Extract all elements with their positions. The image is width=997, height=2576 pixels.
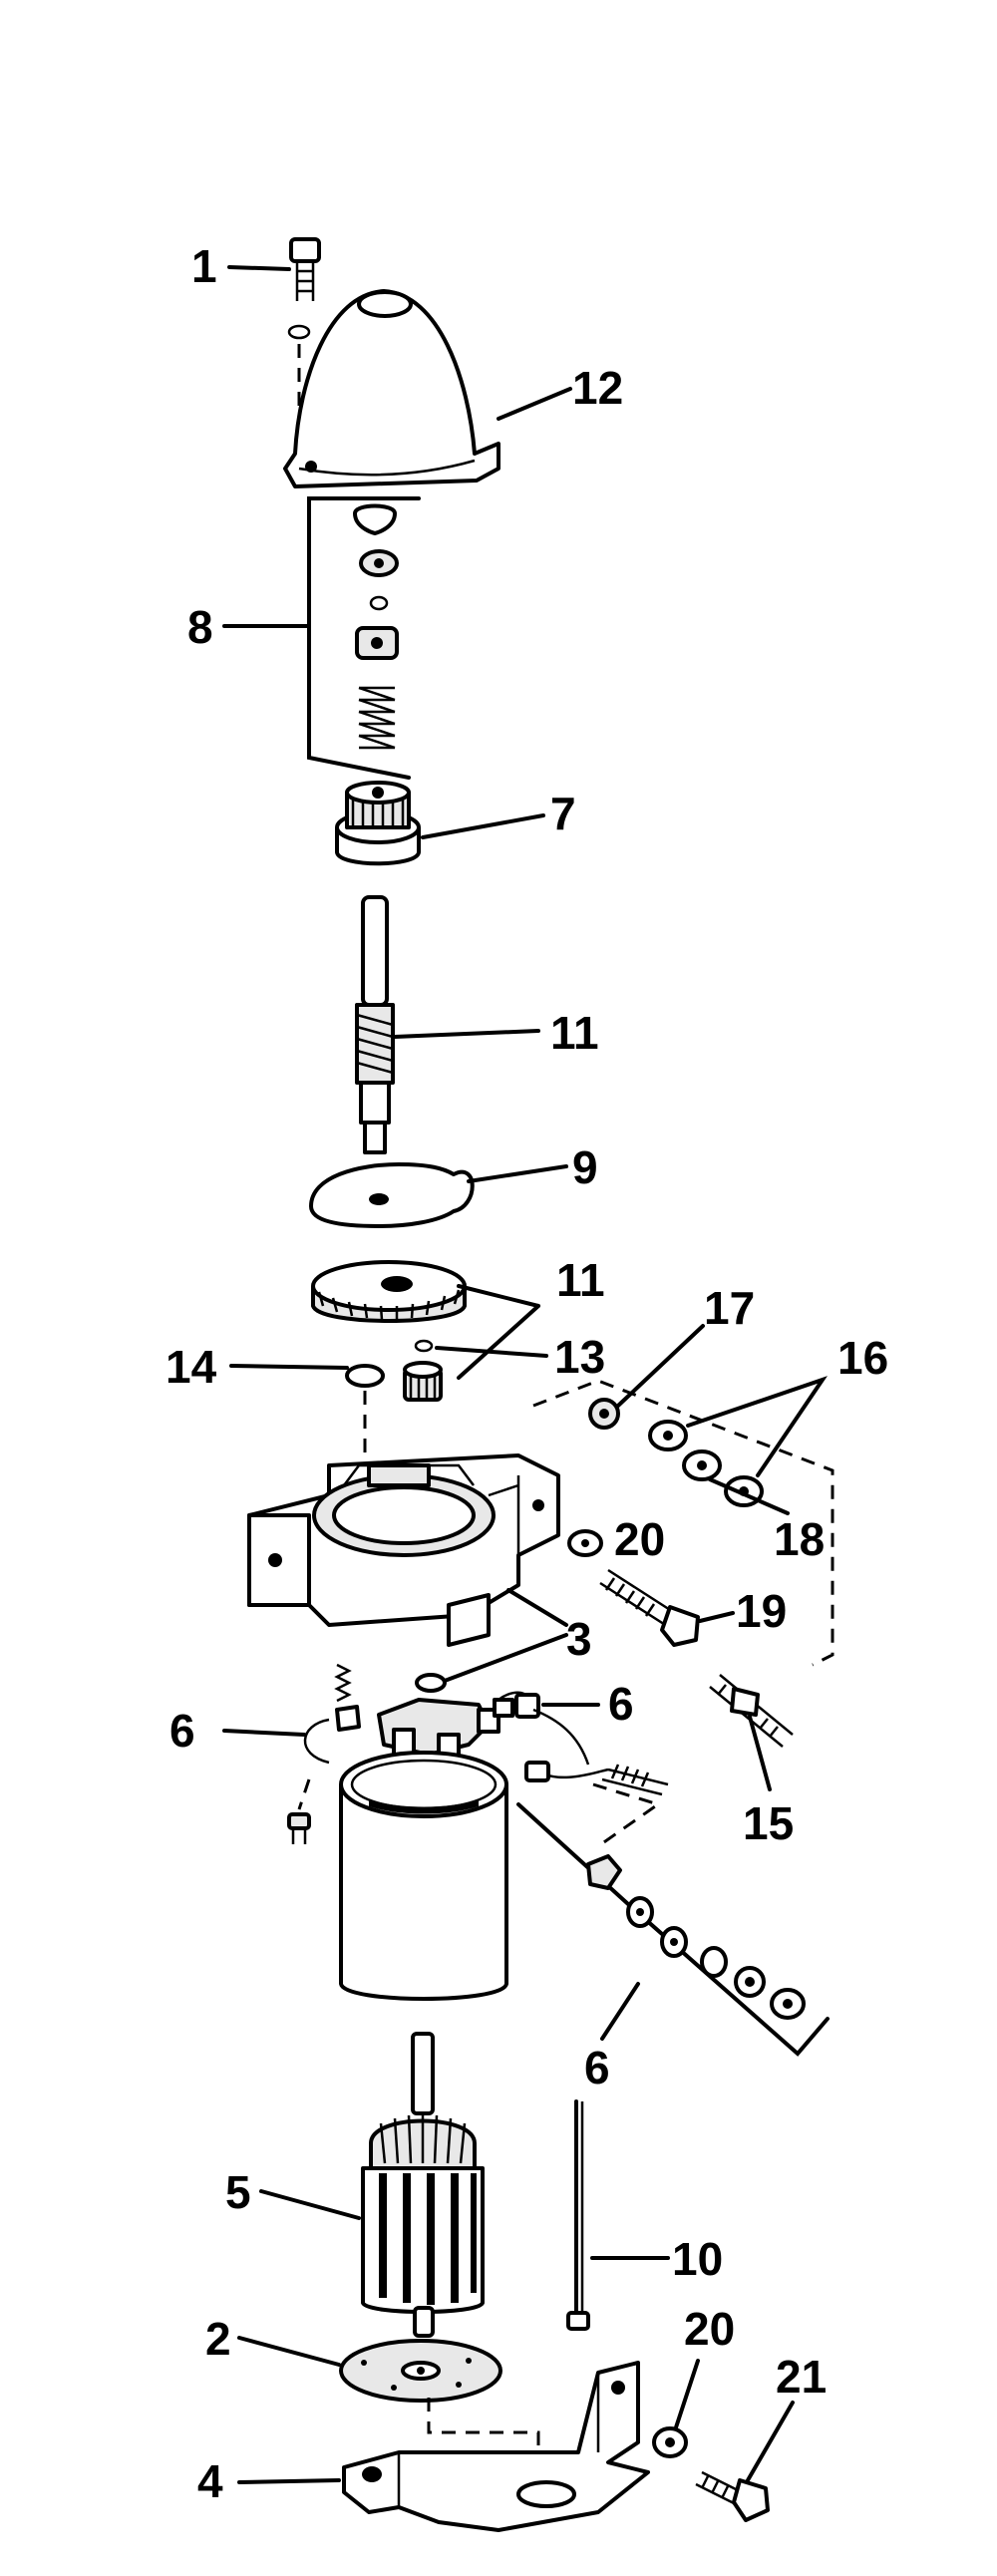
bracket-6c [516, 1802, 830, 2057]
callout-17: 17 [704, 1282, 755, 1334]
callout-18: 18 [774, 1513, 825, 1565]
callout-20b: 20 [684, 2303, 735, 2355]
part-5-armature [361, 2032, 485, 2338]
callout-16: 16 [837, 1332, 888, 1384]
callout-9: 9 [572, 1141, 598, 1193]
leader-18 [708, 1477, 790, 1515]
part-7-pinion [335, 781, 421, 866]
callout-5: 5 [225, 2166, 251, 2218]
callout-11a: 11 [550, 1007, 599, 1059]
part-19-bolt [599, 1568, 700, 1647]
part-1-bolt [289, 237, 321, 301]
part-20-washer-hole [581, 1539, 589, 1547]
callout-6c: 6 [584, 2042, 610, 2093]
part-15-stud [709, 1674, 794, 1748]
leader-17 [616, 1324, 705, 1408]
leader-2 [237, 2336, 341, 2367]
callout-19: 19 [736, 1585, 787, 1637]
part-10-through-bolt [566, 2099, 590, 2331]
part-11-gear [311, 1260, 467, 1323]
callout-12: 12 [572, 362, 623, 414]
callout-21: 21 [776, 2351, 827, 2403]
leader-11b [457, 1284, 540, 1380]
part-11-shaft [355, 895, 395, 1154]
part-17-star-washer [588, 1398, 620, 1430]
callout-15: 15 [743, 1797, 794, 1849]
leader-13 [435, 1346, 548, 1358]
leader-1 [227, 265, 291, 271]
leader-5 [259, 2189, 361, 2220]
part-2-plate [339, 2339, 502, 2403]
callout-20a: 20 [614, 1513, 665, 1565]
part-9-plate [309, 1162, 475, 1228]
dashed-bracket-hardware [532, 1379, 834, 1667]
callout-6b: 6 [169, 1705, 195, 1757]
part-frame [339, 1751, 508, 2001]
part-screw [287, 1778, 311, 1844]
part-brush-holder [303, 1663, 500, 1765]
callout-2: 2 [205, 2313, 231, 2365]
leader-12 [497, 387, 572, 421]
part-16-nuts [648, 1420, 764, 1507]
part-21-bolt [695, 2470, 770, 2522]
part-6-terminal-hardware [586, 1854, 806, 2020]
callout-13: 13 [554, 1331, 605, 1383]
leader-3 [427, 1588, 568, 1689]
leader-20b [674, 2359, 700, 2429]
leader-6b [222, 1729, 306, 1737]
leader-9 [467, 1164, 568, 1183]
callout-7: 7 [550, 788, 576, 839]
callout-3: 3 [566, 1613, 592, 1665]
leader-14 [229, 1364, 349, 1370]
part-13-small-gear [403, 1361, 443, 1402]
part-terminal-lead [514, 1693, 669, 1796]
part-3-housing [247, 1453, 560, 1647]
leader-19 [698, 1611, 735, 1623]
part-12-end-cap [283, 289, 500, 488]
part-8-kit [353, 503, 399, 750]
leader-11a [393, 1029, 540, 1039]
callout-6a: 6 [608, 1678, 634, 1730]
part-1-washer [287, 324, 311, 340]
leader-4 [237, 2478, 341, 2484]
dashed-line-terminal [592, 1782, 662, 1848]
callout-8: 8 [187, 601, 213, 653]
leader-15 [748, 1715, 772, 1791]
leader-21 [746, 2401, 795, 2482]
part-20-washer-bottom-hole [665, 2437, 675, 2447]
callout-4: 4 [197, 2455, 223, 2507]
part-4-bracket [342, 2361, 650, 2532]
part-13-ring [414, 1339, 434, 1353]
callout-14: 14 [166, 1341, 217, 1393]
leader-6c [600, 1982, 640, 2041]
callout-11b: 11 [556, 1254, 605, 1306]
leader-7 [421, 813, 545, 839]
leader-16 [686, 1376, 828, 1477]
callout-10: 10 [672, 2233, 723, 2285]
callout-1: 1 [191, 240, 217, 292]
part-14-washer [345, 1364, 385, 1388]
